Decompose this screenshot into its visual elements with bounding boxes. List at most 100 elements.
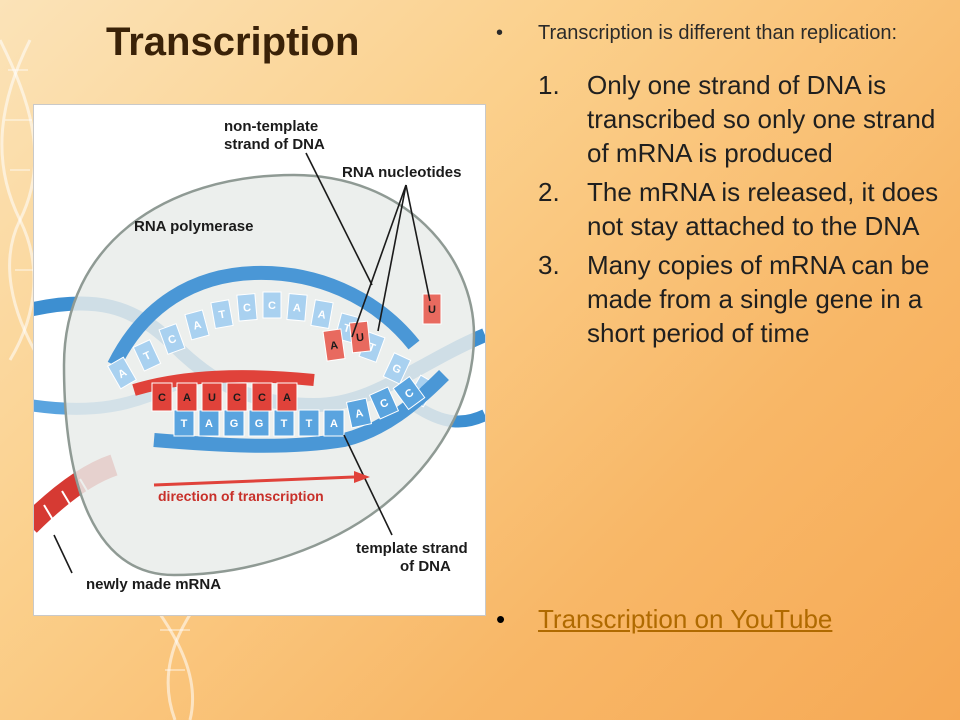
list-item: 3. Many copies of mRNA can be made from … bbox=[490, 248, 950, 350]
base-tile bbox=[286, 293, 308, 322]
base-mrna-3: C bbox=[226, 382, 248, 412]
base-template-9: C bbox=[392, 375, 426, 411]
base-tile bbox=[382, 352, 412, 385]
base-top-0: A bbox=[107, 356, 137, 390]
youtube-link[interactable]: Transcription on YouTube bbox=[538, 604, 833, 634]
base-template-3: G bbox=[248, 409, 270, 437]
base-top-3: A bbox=[184, 309, 210, 341]
base-letter: A bbox=[330, 418, 338, 430]
base-top-11: G bbox=[382, 352, 412, 385]
base-letter: C bbox=[258, 392, 266, 404]
base-top-2: C bbox=[158, 323, 186, 355]
base-letter: A bbox=[354, 407, 364, 420]
list-text: The mRNA is released, it does not stay a… bbox=[587, 177, 939, 241]
list-text: Only one strand of DNA is transcribed so… bbox=[587, 70, 936, 168]
base-letter: T bbox=[181, 418, 188, 430]
intro-bullet: • Transcription is different than replic… bbox=[490, 20, 950, 46]
base-tile bbox=[158, 323, 186, 355]
base-tile bbox=[368, 386, 400, 420]
base-template-8: C bbox=[368, 386, 400, 420]
label-direction-of-transcription: direction of transcription bbox=[158, 488, 324, 504]
base-letter: U bbox=[356, 332, 365, 345]
base-letter: T bbox=[342, 322, 352, 335]
base-letter: U bbox=[428, 304, 436, 316]
base-template-0: T bbox=[173, 409, 195, 437]
base-letter: C bbox=[243, 302, 252, 315]
base-letter: A bbox=[329, 339, 339, 352]
base-mrna-0: C bbox=[151, 382, 173, 412]
list-number: 1. bbox=[538, 70, 560, 100]
base-mrna-1: A bbox=[176, 382, 198, 412]
base-tile bbox=[392, 375, 426, 411]
base-letter: C bbox=[268, 300, 276, 312]
base-top-8: A bbox=[310, 299, 334, 330]
base-tile bbox=[310, 299, 334, 330]
base-tile bbox=[251, 382, 273, 412]
label-template-line1: template strand bbox=[356, 540, 468, 557]
list-number: 3. bbox=[538, 250, 560, 280]
base-letter: T bbox=[281, 418, 288, 430]
label-rna-nucleotides: RNA nucleotides bbox=[342, 164, 461, 181]
base-template-4: T bbox=[273, 409, 295, 437]
base-tile bbox=[176, 382, 198, 412]
base-tile bbox=[345, 397, 373, 429]
base-letter: A bbox=[292, 302, 301, 315]
label-newly-made-mrna: newly made mRNA bbox=[86, 576, 221, 593]
base-letter: T bbox=[306, 418, 313, 430]
base-top-6: C bbox=[262, 291, 282, 319]
label-non-template-line2: strand of DNA bbox=[224, 136, 325, 153]
base-tile bbox=[210, 299, 234, 330]
base-top-1: T bbox=[132, 339, 162, 372]
base-tile bbox=[262, 291, 282, 319]
base-letter: A bbox=[192, 319, 203, 333]
base-mrna-4: C bbox=[251, 382, 273, 412]
list-text: Many copies of mRNA can be made from a s… bbox=[587, 250, 930, 348]
bullet-glyph: • bbox=[496, 22, 504, 44]
label-template-line2: of DNA bbox=[400, 558, 451, 575]
base-letter: U bbox=[208, 392, 216, 404]
base-letter: C bbox=[167, 333, 179, 347]
base-tile bbox=[151, 382, 173, 412]
base-free-0: A bbox=[322, 328, 346, 362]
base-tile bbox=[226, 382, 248, 412]
label-non-template-line1: non-template bbox=[224, 118, 318, 135]
base-tile bbox=[236, 293, 258, 322]
base-tile bbox=[276, 382, 298, 412]
base-letter: A bbox=[283, 392, 291, 404]
intro-text: Transcription is different than replicat… bbox=[538, 22, 898, 44]
list-item: 1. Only one strand of DNA is transcribed… bbox=[490, 68, 950, 170]
base-letter: T bbox=[218, 309, 227, 322]
youtube-link-bullet: • Transcription on YouTube bbox=[490, 602, 960, 636]
text-panel: • Transcription is different than replic… bbox=[490, 20, 950, 355]
base-letter: A bbox=[317, 308, 327, 321]
base-template-5: T bbox=[298, 409, 320, 437]
base-template-2: G bbox=[223, 409, 245, 437]
base-letter: T bbox=[366, 341, 377, 355]
base-tile bbox=[184, 309, 210, 341]
slide-title: Transcription bbox=[106, 20, 360, 64]
base-free-2: U bbox=[422, 293, 442, 325]
base-tile bbox=[132, 339, 162, 372]
non-template-strand bbox=[107, 265, 420, 369]
base-template-6: A bbox=[323, 409, 345, 437]
direction-arrow-head bbox=[354, 471, 370, 483]
base-top-5: C bbox=[236, 293, 258, 322]
base-tile bbox=[298, 409, 320, 437]
label-pointer-lines bbox=[53, 152, 431, 574]
bullet-glyph: • bbox=[496, 604, 506, 634]
base-tile bbox=[323, 409, 345, 437]
base-letter: G bbox=[255, 418, 264, 430]
list-item: 2. The mRNA is released, it does not sta… bbox=[490, 175, 950, 243]
base-template-1: A bbox=[198, 409, 220, 437]
base-top-4: T bbox=[210, 299, 234, 330]
base-letter: A bbox=[205, 418, 213, 430]
base-tile bbox=[107, 356, 137, 390]
base-letter: T bbox=[142, 349, 153, 363]
base-template-7: A bbox=[345, 397, 373, 429]
base-top-7: A bbox=[286, 293, 308, 322]
